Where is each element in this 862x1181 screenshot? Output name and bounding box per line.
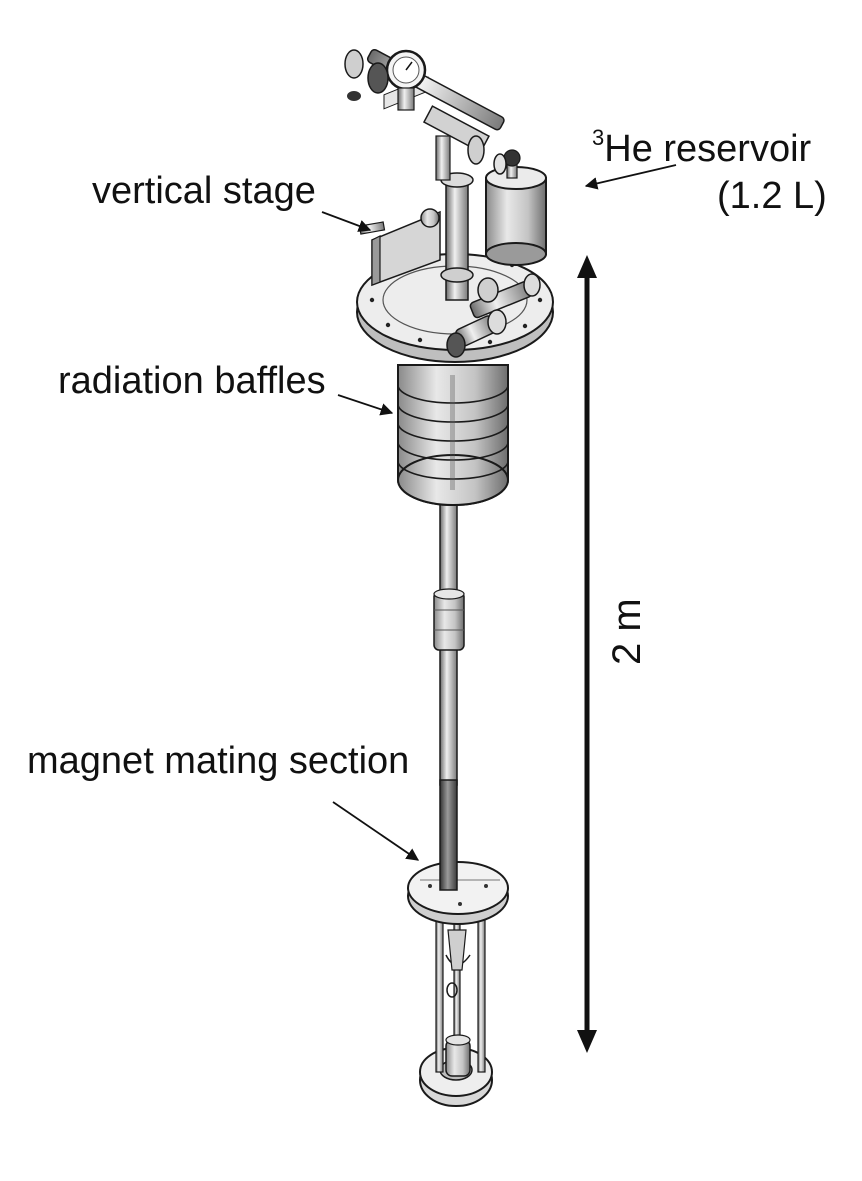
arrow-he-reservoir	[584, 164, 677, 190]
label-vertical-stage: vertical stage	[92, 170, 316, 212]
he-reservoir-text: He reservoir	[604, 128, 812, 170]
side-valves	[446, 273, 541, 358]
support-rods	[435, 911, 486, 1077]
label-magnet-mating-section: magnet mating section	[27, 740, 410, 782]
radiation-baffles	[397, 364, 509, 506]
callout-arrows	[321, 164, 677, 861]
he3-reservoir	[485, 149, 547, 266]
length-scale-bar	[577, 255, 597, 1053]
arrow-vertical-stage	[321, 211, 372, 232]
arrow-magnet-mating	[332, 801, 420, 861]
gas-manifold	[344, 48, 507, 181]
label-he-reservoir: 3He reservoir	[592, 125, 812, 170]
label-length: 2 m	[605, 598, 649, 665]
main-tube	[433, 499, 465, 891]
label-radiation-baffles: radiation baffles	[58, 360, 326, 402]
label-he-volume: (1.2 L)	[717, 175, 827, 217]
he-isotope-superscript: 3	[592, 125, 605, 150]
magnet-mating-flange	[407, 861, 509, 925]
vertical-stage	[358, 76, 474, 301]
arrow-radiation-baffles	[337, 394, 394, 416]
